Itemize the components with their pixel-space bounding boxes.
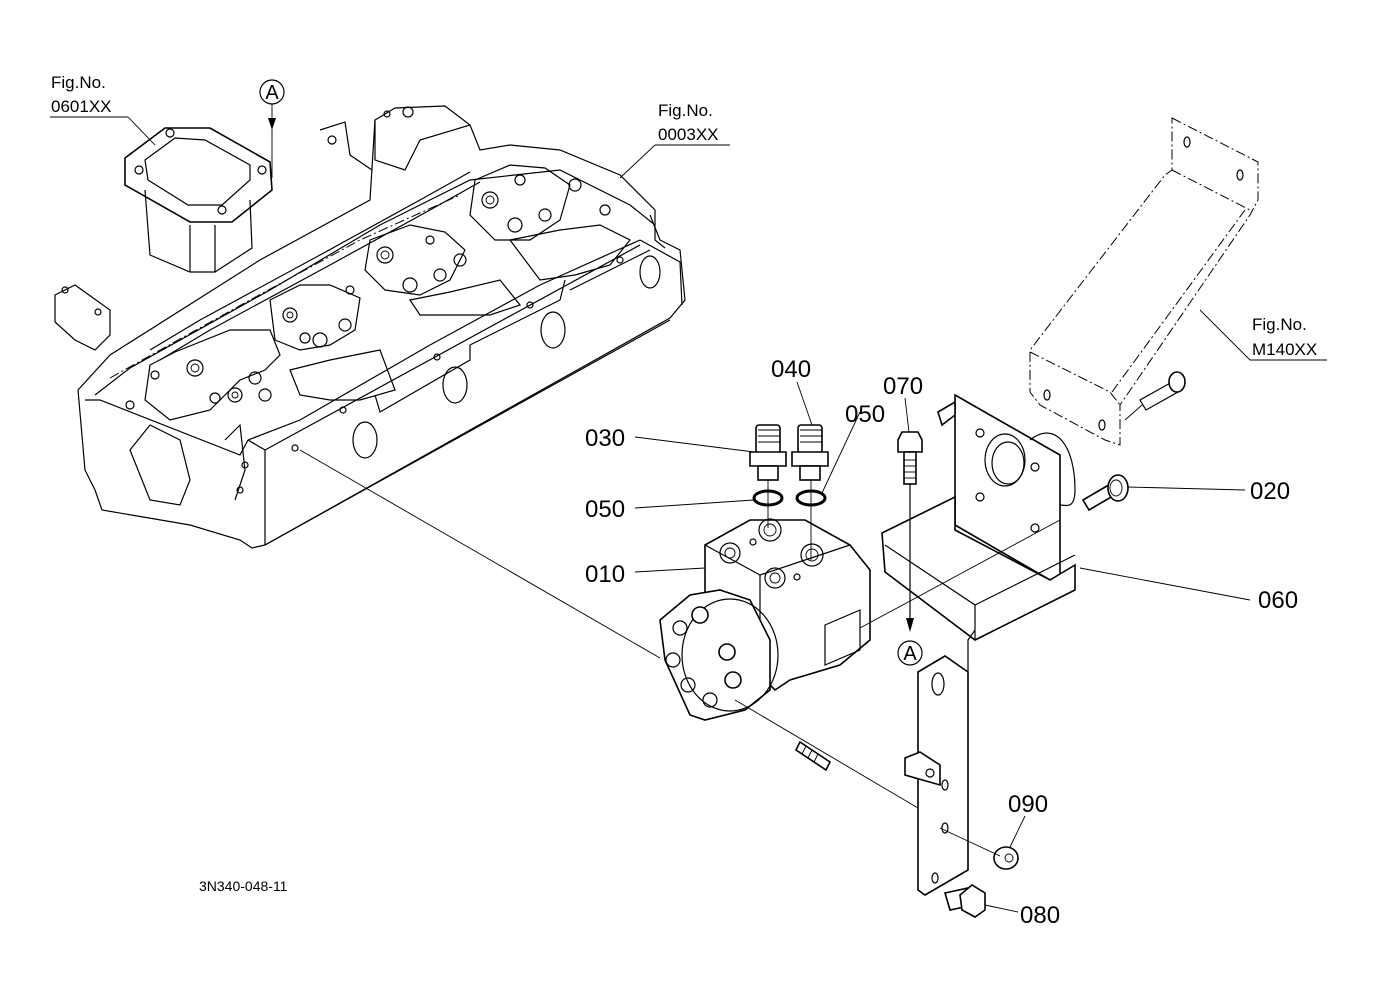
fig-ref-M140XX: Fig.No. M140XX [1252,315,1317,359]
cylinder-head-drawing [54,105,686,549]
part-label-080[interactable]: 080 [1020,902,1060,929]
marker-a-top-label: A [265,82,279,104]
part-label-090[interactable]: 090 [1008,791,1048,818]
bracket-bolt-drawing [1124,371,1186,421]
stud-drawing [794,740,832,772]
part-label-050a[interactable]: 050 [585,496,625,523]
head-ports [125,174,611,410]
drawing-code: 3N340-048-11 [199,878,288,894]
nut-090-drawing [993,846,1019,870]
part-label-010[interactable]: 010 [585,561,625,588]
part-label-040[interactable]: 040 [771,356,811,383]
fitting-030-drawing [749,424,787,481]
bolt-080-drawing [943,884,986,918]
part-label-030[interactable]: 030 [585,425,625,452]
part-label-060[interactable]: 060 [1258,587,1298,614]
fig-ref-0003-line2: 0003XX [658,125,719,144]
part-label-020[interactable]: 020 [1250,478,1290,505]
fig-ref-0003-line1: Fig.No. [658,101,713,120]
marker-a-bottom-label: A [903,643,917,665]
reference-bracket-drawing [1029,117,1259,446]
fig-ref-0601-line1: Fig.No. [51,73,106,92]
bolt-070-drawing [897,431,923,632]
part-label-070[interactable]: 070 [883,373,923,400]
fig-ref-m140-line2: M140XX [1252,340,1317,359]
leader-lines [50,104,1327,913]
bolt-020-drawing [1081,474,1129,512]
fig-ref-0003XX: Fig.No. 0003XX [658,101,719,144]
steering-unit-drawing [659,518,871,721]
fig-ref-m140-line1: Fig.No. [1252,315,1307,334]
fig-ref-0601-line2: 0601XX [51,97,112,116]
part-label-050b[interactable]: 050 [845,401,885,428]
fig-ref-0601XX: Fig.No. 0601XX [51,73,112,116]
fitting-040-drawing [791,424,829,481]
reference-marker-a-top: A [259,79,285,105]
reference-marker-a-bottom: A [897,640,923,666]
